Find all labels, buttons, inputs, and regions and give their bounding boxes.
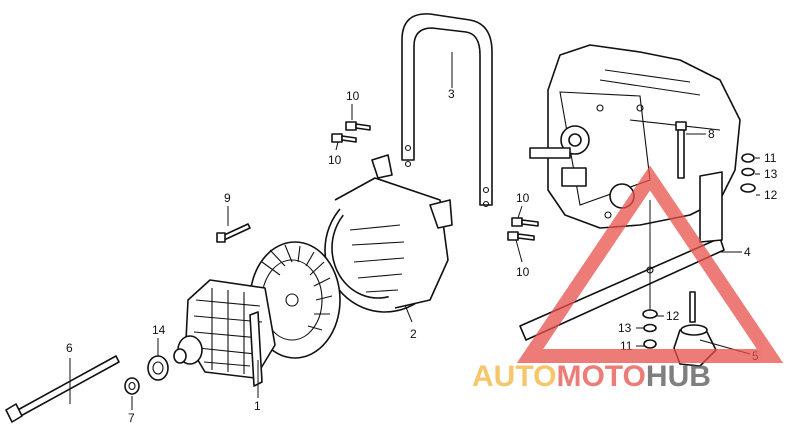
callout-7: 7 <box>128 411 135 425</box>
bolt-pair-lower <box>507 217 539 241</box>
watermark-moto: MOTO <box>556 360 645 393</box>
watermark-hub: HUB <box>646 360 711 393</box>
callout-2: 2 <box>410 327 417 341</box>
callout-labels: 1 2 3 4 5 6 7 8 9 10 10 10 10 11 11 12 1… <box>66 87 778 425</box>
callout-8: 8 <box>708 127 715 141</box>
nut-washer-stack-lower <box>642 309 658 349</box>
handle-bracket <box>401 13 493 208</box>
watermark-logo: AUTOMOTOHUB <box>472 165 784 393</box>
callout-11-right: 11 <box>764 151 777 165</box>
engine-block <box>529 44 741 229</box>
callout-10-lower-a: 10 <box>516 191 530 205</box>
callout-12-right: 12 <box>764 188 778 202</box>
long-bolt <box>675 121 687 179</box>
callout-13-lower: 13 <box>618 321 632 335</box>
callout-10-upper-b: 10 <box>328 153 342 167</box>
callout-10-lower-b: 10 <box>516 265 530 279</box>
watermark-triangle-icon <box>516 165 784 363</box>
small-bolt <box>216 223 251 243</box>
bearing <box>147 355 169 381</box>
svg-text:AUTOMOTOHUB: AUTOMOTOHUB <box>472 360 711 393</box>
callout-1: 1 <box>254 399 261 413</box>
nut-washer-stack-right <box>740 153 756 193</box>
callout-13-right: 13 <box>764 167 778 181</box>
washer <box>124 377 140 395</box>
callout-4: 4 <box>744 245 751 259</box>
mounting-bracket <box>519 171 725 341</box>
callout-6: 6 <box>66 341 73 355</box>
callout-12-lower: 12 <box>666 309 680 323</box>
callout-14: 14 <box>152 323 166 337</box>
callout-10-upper-a: 10 <box>346 89 360 103</box>
callout-9: 9 <box>224 191 231 205</box>
generator-rotor <box>173 279 276 387</box>
leader-lines <box>69 52 760 410</box>
callout-3: 3 <box>448 87 455 101</box>
through-bolt <box>5 355 120 423</box>
bolt-pair-upper <box>331 121 371 143</box>
watermark-auto: AUTO <box>472 360 556 393</box>
fan-cover <box>324 154 453 313</box>
